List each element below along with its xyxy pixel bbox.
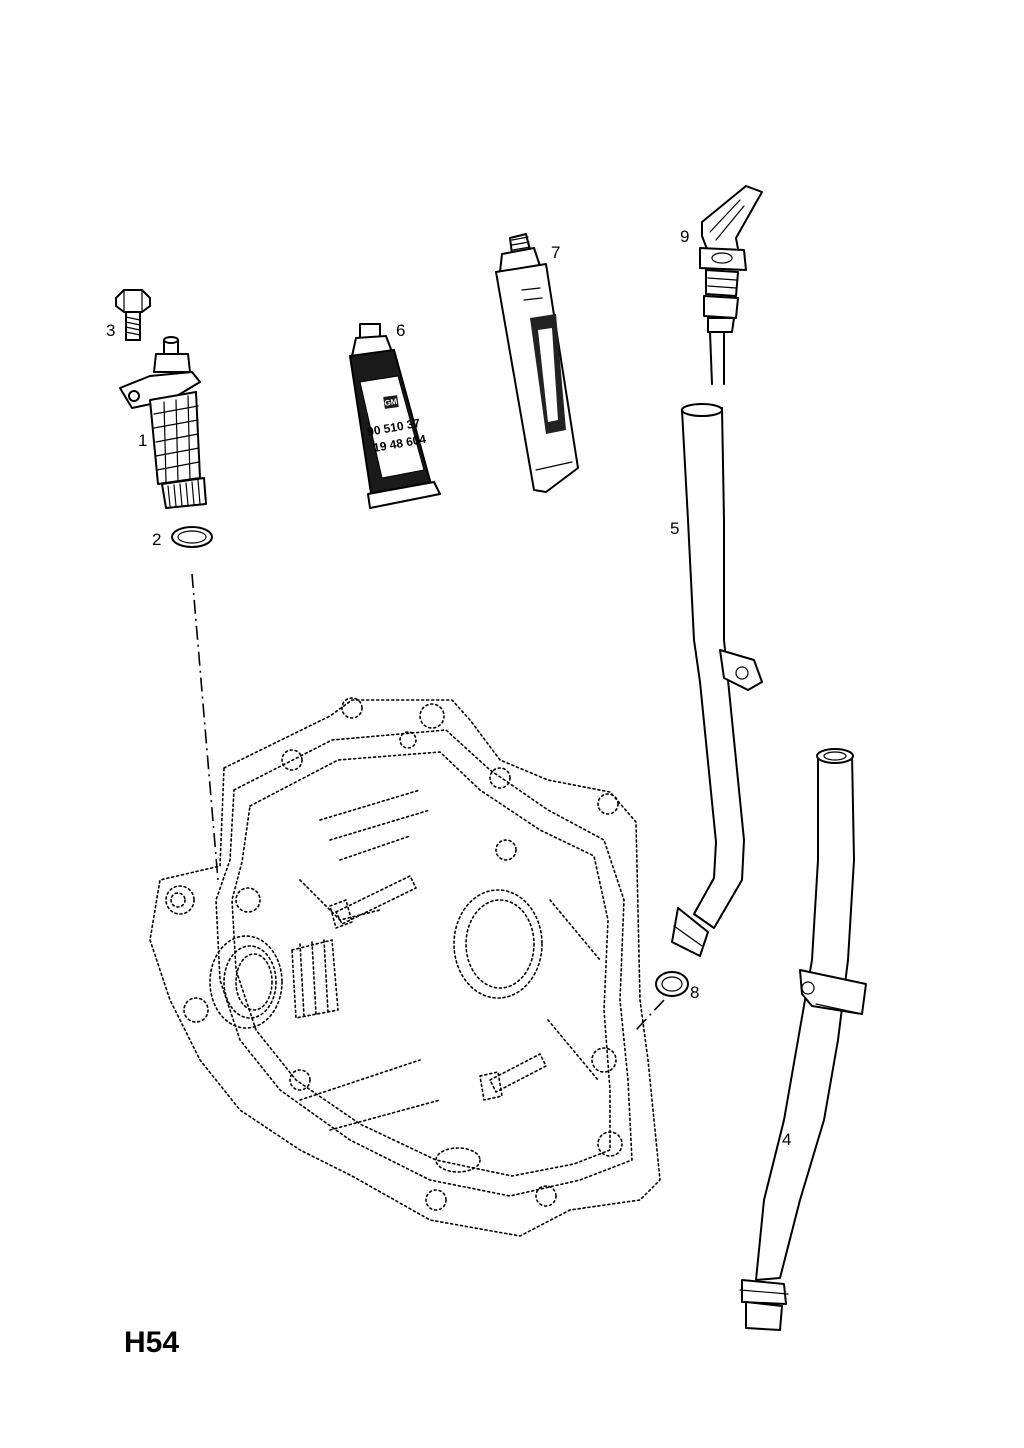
diagram-code: H54 (124, 1326, 179, 1359)
part-9-dipstick-handle (699, 185, 763, 385)
callout-8: 8 (690, 983, 699, 1002)
transmission-housing (149, 697, 661, 1237)
part-2-o-ring (171, 526, 213, 548)
part-4-guide-tube (739, 748, 867, 1331)
part-6-sealant-tube: GM 90 510 37 19 48 604 (348, 323, 441, 509)
callout-6: 6 (396, 321, 405, 340)
part-3-bolt (115, 289, 151, 341)
part-8-o-ring (635, 971, 689, 1031)
callout-7: 7 (551, 243, 560, 262)
callout-1: 1 (138, 431, 147, 450)
alignment-line (191, 573, 219, 881)
tube-badge: GM (384, 397, 399, 408)
callout-4: 4 (782, 1130, 791, 1149)
part-1-speedometer-drive (119, 336, 207, 509)
part-7-grease-tube (495, 233, 579, 493)
callout-3: 3 (106, 321, 115, 340)
callout-5: 5 (670, 519, 679, 538)
callout-2: 2 (152, 530, 161, 549)
part-5-guide-tube (671, 403, 763, 957)
callout-9: 9 (680, 227, 689, 246)
